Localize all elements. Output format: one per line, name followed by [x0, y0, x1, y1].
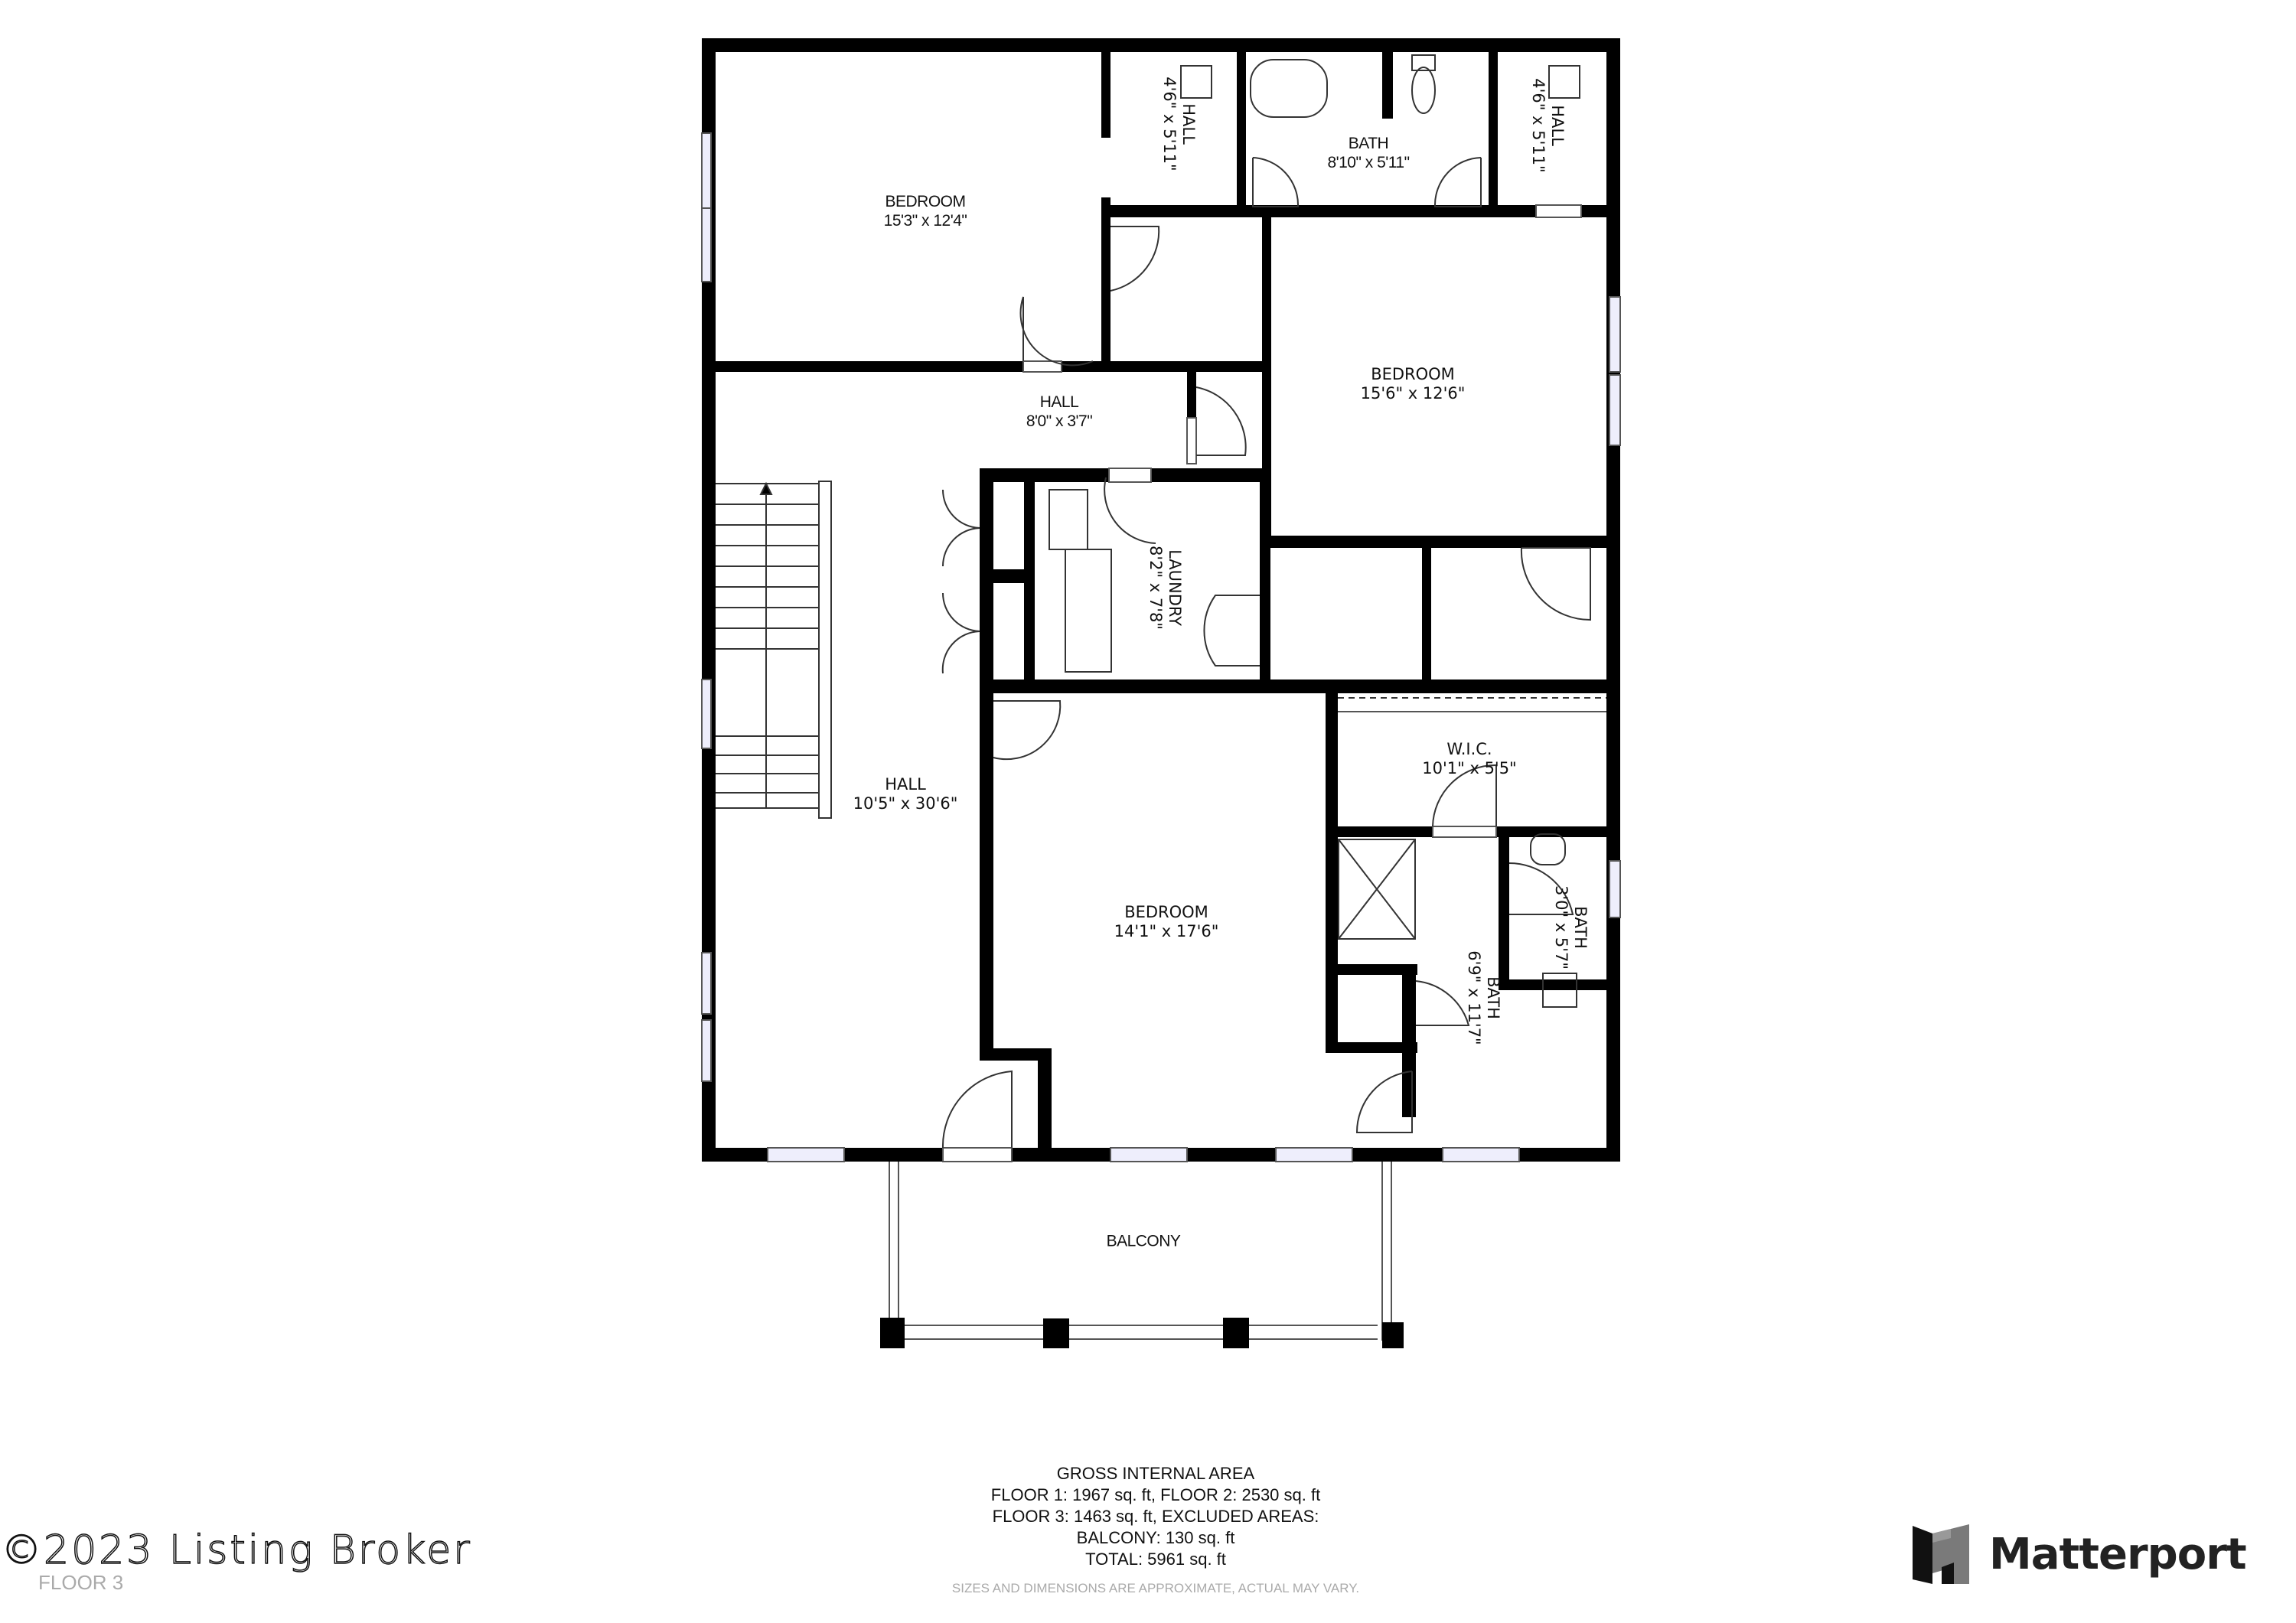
room-dims: 15'3" x 12'4" [883, 212, 967, 230]
room-label-bath-small: BATH 3'0" x 5'7" [1551, 885, 1590, 970]
washer-dryer-icon [1065, 549, 1112, 673]
room-label-hall-nw: HALL 4'6" x 5'11" [1159, 77, 1198, 171]
room-dims: 8'2" x 7'8" [1146, 545, 1165, 631]
room-label-balcony: BALCONY [1107, 1231, 1181, 1250]
disclaimer: SIZES AND DIMENSIONS ARE APPROXIMATE, AC… [951, 1581, 1360, 1595]
floor-label: FLOOR 3 [38, 1571, 124, 1594]
door-swings [941, 157, 1591, 1149]
copyright-watermark: ©2023 Listing Broker [1, 1527, 472, 1574]
staircase [716, 481, 832, 819]
toilet-tank-icon [1411, 54, 1436, 71]
area-line-3: BALCONY: 130 sq. ft [1076, 1528, 1235, 1547]
room-label-hall-ne: HALL 4'6" x 5'11" [1528, 78, 1567, 172]
area-summary: GROSS INTERNAL AREA FLOOR 1: 1967 sq. ft… [991, 1463, 1320, 1570]
room-dims: 10'5" x 30'6" [853, 794, 958, 813]
room-label-bedroom-ne: BEDROOM 15'6" x 12'6" [1361, 365, 1466, 403]
sink-icon [1548, 65, 1580, 99]
brand-logo: Matterport [1911, 1523, 2247, 1586]
room-label-hall-main: HALL 10'5" x 30'6" [853, 775, 958, 813]
toilet-bowl-icon [1411, 67, 1436, 114]
area-title: GROSS INTERNAL AREA [1056, 1464, 1255, 1483]
room-name: BATH [1348, 134, 1389, 152]
room-label-bedroom-nw: BEDROOM 15'3" x 12'4" [884, 192, 967, 230]
room-dims: 14'1" x 17'6" [1114, 922, 1219, 940]
sink-icon [1180, 65, 1212, 99]
room-dims: 3'0" x 5'7" [1552, 885, 1570, 970]
room-dims: 8'0" x 3'7" [1026, 412, 1093, 430]
room-name: HALL [1179, 103, 1199, 145]
room-name: BEDROOM [1124, 902, 1208, 921]
area-line-2: FLOOR 3: 1463 sq. ft, EXCLUDED AREAS: [992, 1507, 1319, 1526]
sink-icon [1542, 973, 1577, 1008]
room-name: BATH [1484, 976, 1503, 1019]
room-name: HALL [1548, 105, 1567, 146]
room-name: BALCONY [1106, 1232, 1181, 1250]
room-name: HALL [885, 774, 926, 794]
area-line-1: FLOOR 1: 1967 sq. ft, FLOOR 2: 2530 sq. … [990, 1485, 1321, 1504]
room-name: LAUNDRY [1166, 549, 1185, 626]
bathtub-icon [1250, 59, 1328, 118]
room-dims: 15'6" x 12'6" [1360, 384, 1466, 402]
windows [701, 132, 1621, 1162]
room-label-bath-top: BATH 8'10" x 5'11" [1327, 134, 1410, 172]
room-dims: 4'6" x 5'11" [1529, 78, 1548, 173]
room-label-bath-master: BATH 6'9" x 11'7" [1464, 950, 1502, 1045]
room-label-hall-mid: HALL 8'0" x 3'7" [1026, 393, 1093, 431]
door-openings[interactable] [942, 204, 1582, 1162]
room-name: BEDROOM [1371, 364, 1455, 383]
matterport-logo-icon [1913, 1524, 1969, 1584]
room-label-laundry: LAUNDRY 8'2" x 7'8" [1146, 546, 1184, 630]
room-name: W.I.C. [1446, 739, 1492, 758]
room-dims: 4'6" x 5'11" [1160, 77, 1179, 171]
room-label-wic: W.I.C. 10'1" x 5'5" [1422, 740, 1516, 778]
brand-name: Matterport [1989, 1529, 2247, 1579]
room-name: BATH [1571, 906, 1590, 949]
balcony-structure [880, 1162, 1404, 1348]
fixtures [1049, 54, 1580, 1008]
room-dims: 10'1" x 5'5" [1422, 759, 1517, 777]
laundry-sink-icon [1049, 489, 1088, 550]
room-label-bedroom-s: BEDROOM 14'1" x 17'6" [1114, 903, 1219, 941]
toilet-icon [1530, 833, 1566, 865]
room-dims: 8'10" x 5'11" [1327, 154, 1410, 171]
room-name: BEDROOM [885, 192, 966, 210]
room-dims: 6'9" x 11'7" [1465, 950, 1483, 1045]
room-name: HALL [1039, 393, 1079, 411]
area-line-4: TOTAL: 5961 sq. ft [1085, 1550, 1226, 1569]
shower-icon [1338, 839, 1416, 940]
